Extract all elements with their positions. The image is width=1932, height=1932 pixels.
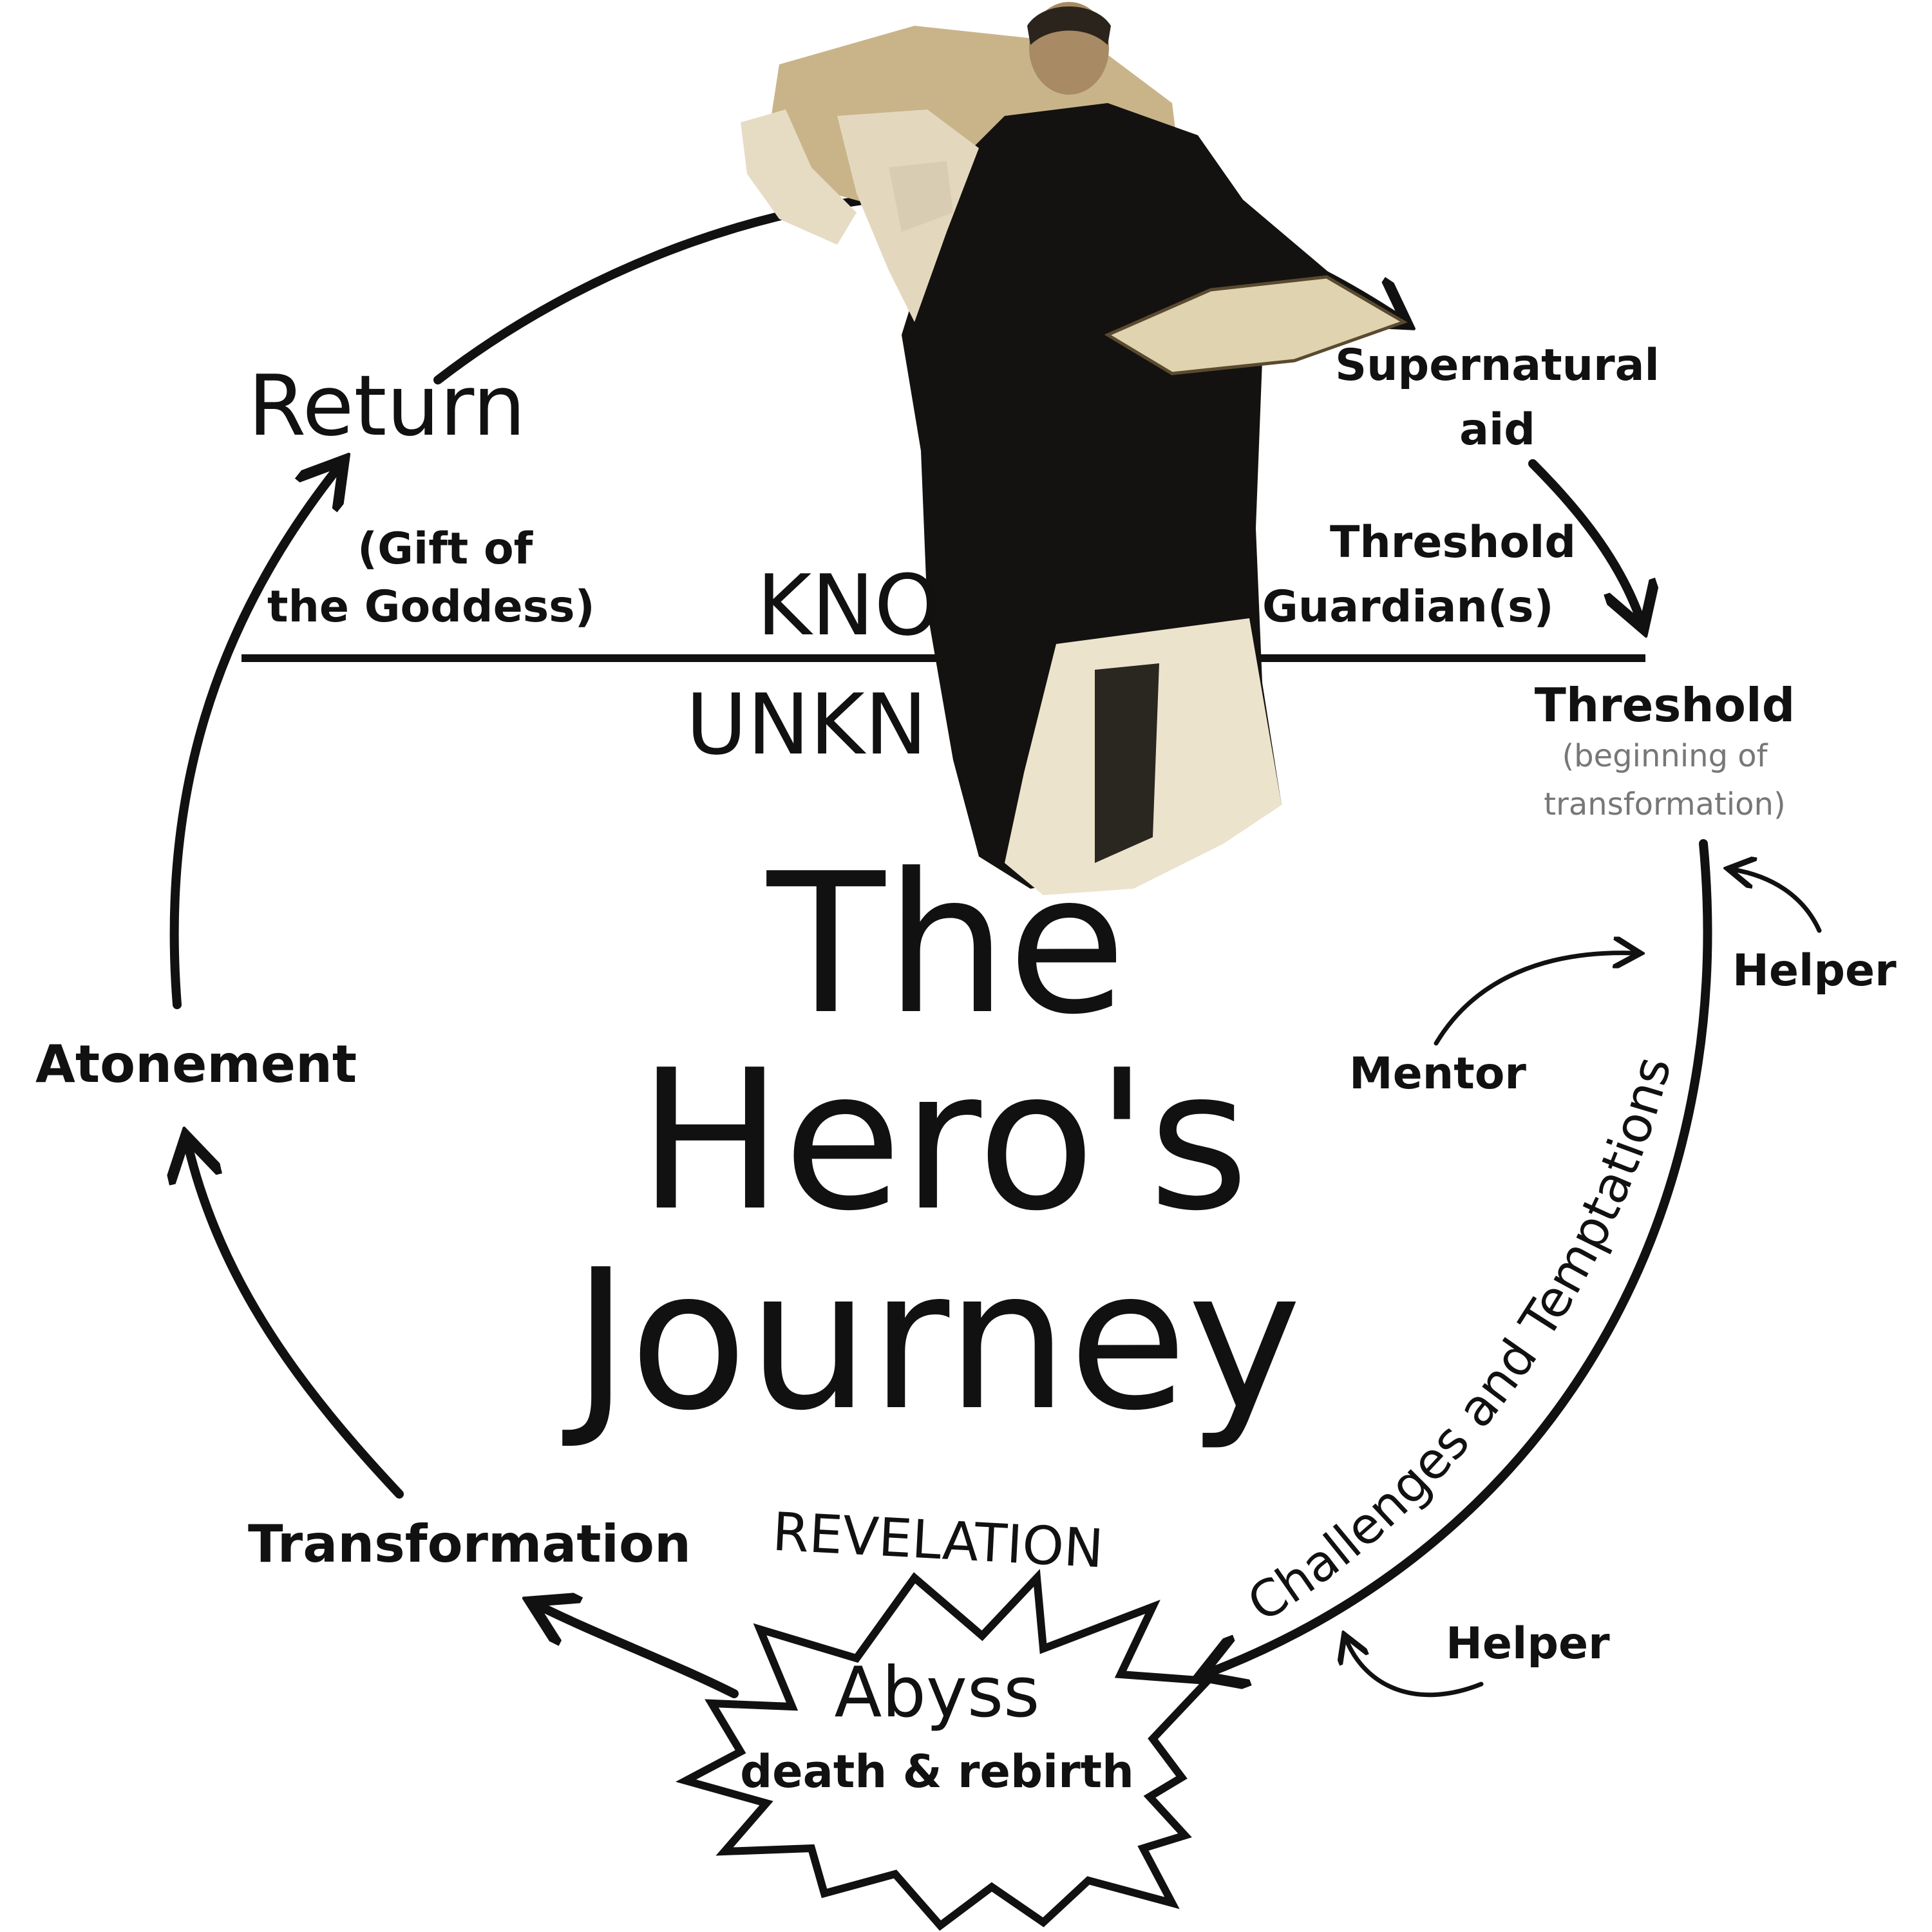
arc-supernatural-to-threshold: [1528, 459, 1642, 625]
book-open: [1104, 275, 1408, 375]
cloud-edge: [741, 109, 857, 245]
arc-transformation-to-atonement: [187, 1140, 404, 1499]
gift-label-line-2: the Goddess): [267, 582, 595, 632]
helper-top-label: Helper: [1732, 945, 1897, 996]
robe-hem-shadow: [1095, 663, 1159, 863]
threshold-guardian-label-line-2: Guardian(s): [1262, 582, 1554, 632]
helper-bottom-label: Helper: [1446, 1618, 1610, 1669]
helper-bottom-arrow: [1346, 1639, 1484, 1698]
arc-threshold-to-abyss: [1204, 839, 1712, 1674]
threshold-guardian-label-line-1: Threshold: [1330, 517, 1576, 568]
threshold-note-line-1: (beginning of: [1562, 738, 1768, 774]
arc-abyss-to-transformation: [535, 1604, 739, 1698]
mentor-arrow: [1434, 953, 1636, 1046]
supernatural-aid-label-line-2: aid: [1459, 404, 1535, 455]
challenges-label: Challenges and Temptations: [1238, 1051, 1683, 1634]
sleeve-light: [889, 161, 953, 232]
challenges-text-path: Challenges and Temptations: [1238, 1051, 1683, 1634]
atonement-label: Atonement: [35, 1034, 357, 1094]
revelation-label: REVELATION: [771, 1502, 1104, 1580]
abyss-starburst: [675, 1569, 1217, 1931]
title-line-3: Journey: [560, 1228, 1302, 1453]
robed-figure-painting-icon: [741, 2, 1408, 895]
helper-top-arrow: [1732, 869, 1822, 933]
threshold-note-line-2: transformation): [1544, 786, 1785, 822]
abyss-note-label: death & rebirth: [740, 1745, 1134, 1798]
supernatural-aid-label-line-1: Supernatural: [1335, 340, 1660, 391]
unknown-label: UNKN: [686, 676, 927, 773]
transformation-label: Transformation: [248, 1514, 691, 1574]
mentor-label: Mentor: [1349, 1048, 1526, 1099]
return-label: Return: [248, 357, 526, 455]
abyss-label: Abyss: [835, 1653, 1040, 1733]
gift-label-line-1: (Gift of: [357, 524, 534, 574]
hair: [1027, 6, 1111, 45]
title-line-1: The: [764, 832, 1126, 1057]
arc-atonement-to-return: [169, 464, 341, 1009]
title-line-2: Hero's: [638, 1028, 1249, 1253]
known-label: KNO: [757, 556, 940, 654]
threshold-label: Threshold: [1535, 678, 1795, 732]
